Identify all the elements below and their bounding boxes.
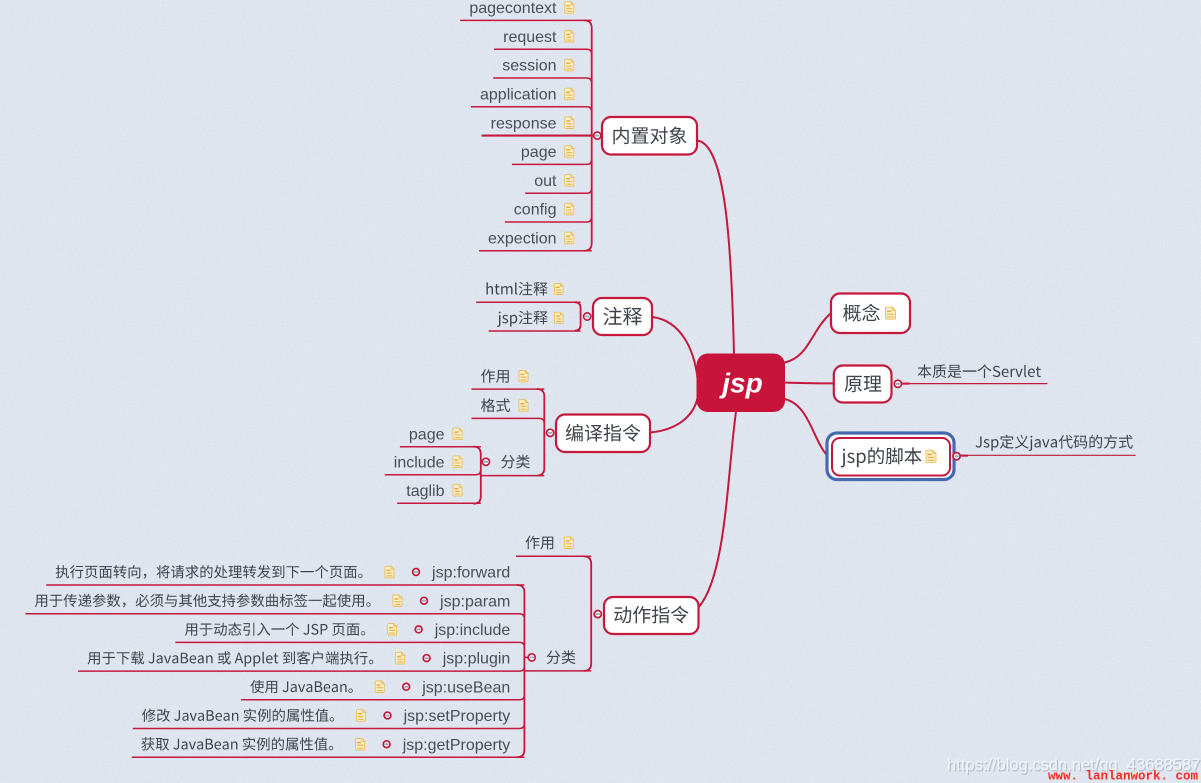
svg-text:jsp:param: jsp:param bbox=[439, 593, 510, 610]
svg-text:taglib: taglib bbox=[406, 483, 444, 500]
svg-text:config: config bbox=[514, 202, 557, 219]
svg-text:www. lanlanwork. com: www. lanlanwork. com bbox=[1048, 770, 1199, 783]
svg-text:session: session bbox=[502, 58, 556, 75]
svg-text:jsp: jsp bbox=[718, 367, 762, 398]
svg-text:pagecontext: pagecontext bbox=[469, 0, 557, 17]
svg-text:jsp:useBean: jsp:useBean bbox=[421, 679, 510, 696]
svg-text:include: include bbox=[394, 454, 445, 471]
svg-text:request: request bbox=[503, 29, 557, 46]
svg-text:jsp:getProperty: jsp:getProperty bbox=[402, 737, 511, 754]
svg-text:https://blog.csdn.net/qq_43688: https://blog.csdn.net/qq_43688587 bbox=[947, 756, 1200, 774]
svg-text:expection: expection bbox=[488, 231, 557, 248]
svg-text:jsp:setProperty: jsp:setProperty bbox=[403, 708, 511, 725]
svg-text:jsp:include: jsp:include bbox=[434, 622, 511, 639]
svg-text:https://blog.csdn.net/qq_43688: https://blog.csdn.net/qq_43688587 bbox=[948, 757, 1201, 775]
svg-text:out: out bbox=[534, 173, 557, 190]
svg-text:page: page bbox=[521, 144, 557, 161]
svg-text:page: page bbox=[409, 426, 445, 443]
svg-text:jsp:plugin: jsp:plugin bbox=[442, 651, 511, 668]
svg-text:application: application bbox=[480, 87, 557, 104]
svg-text:jsp:forward: jsp:forward bbox=[431, 565, 510, 582]
svg-text:response: response bbox=[491, 115, 557, 132]
